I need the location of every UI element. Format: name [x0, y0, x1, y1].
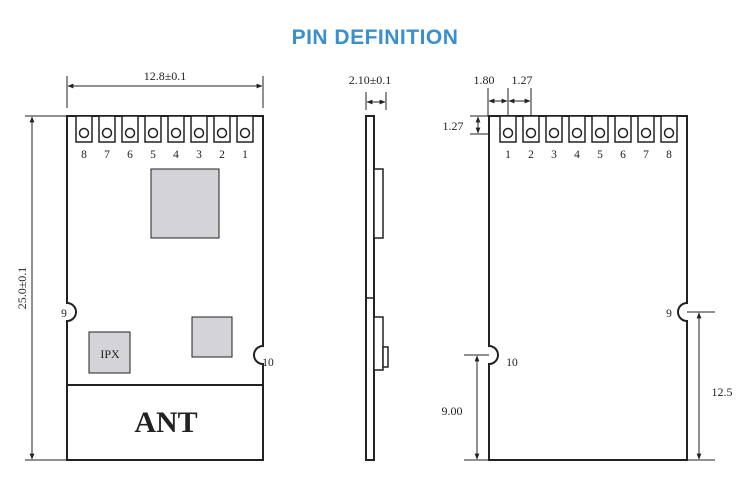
front-hole-1	[239, 127, 251, 139]
back-hole-8	[663, 127, 675, 139]
front-hole-3	[193, 127, 205, 139]
front-view: 12.8±0.1 25.0±0.1 8 7 6 5 4 3 2 1 IPX 9 10 ANT	[15, 69, 274, 461]
back-pin10-label: 10	[506, 357, 518, 369]
front-pin-label: 1	[242, 149, 248, 161]
back-pin-label: 7	[643, 149, 649, 161]
back-pin-label: 3	[551, 149, 557, 161]
back-pin-pads: 1 2 3 4 5 6 7 8	[499, 115, 678, 161]
row-offset-label: 1.27	[443, 119, 464, 133]
front-hole-2	[216, 127, 228, 139]
pin10-height-label: 9.00	[442, 404, 463, 418]
back-hole-4	[571, 127, 583, 139]
thickness-dimension-label: 2.10±0.1	[349, 73, 392, 87]
width-dimension-label: 12.8±0.1	[144, 69, 187, 83]
front-pin-label: 2	[219, 149, 225, 161]
side-crystal	[373, 316, 384, 371]
antenna-label: ANT	[134, 406, 197, 439]
back-hole-7	[640, 127, 652, 139]
front-pin-label: 5	[150, 149, 156, 161]
back-hole-5	[594, 127, 606, 139]
side-view: 2.10±0.1	[349, 73, 392, 461]
ipx-connector	[88, 331, 131, 374]
back-pin-label: 1	[505, 149, 511, 161]
front-pin-label: 4	[173, 149, 179, 161]
back-hole-3	[548, 127, 560, 139]
back-board-outline	[488, 115, 688, 461]
back-hole-6	[617, 127, 629, 139]
back-view: 1.80 1.27 1.27 1 2 3 4 5 6 7 8 9 10 9.00 12.5	[442, 73, 733, 461]
front-pin-label: 3	[196, 149, 202, 161]
page-title: PIN DEFINITION	[291, 26, 459, 49]
back-hole-2	[525, 127, 537, 139]
back-pin-label: 5	[597, 149, 603, 161]
edge-pitch-label: 1.80	[474, 73, 495, 87]
main-chip	[150, 168, 220, 239]
front-pin-pads: 8 7 6 5 4 3 2 1	[75, 115, 254, 161]
back-pin-label: 2	[528, 149, 534, 161]
crystal-chip	[191, 316, 233, 358]
side-shield-can	[373, 168, 384, 239]
side-pcb	[365, 115, 375, 461]
front-pin-label: 8	[81, 149, 87, 161]
ipx-label: IPX	[100, 347, 120, 361]
back-pin-label: 6	[620, 149, 626, 161]
front-pin-label: 6	[127, 149, 133, 161]
front-hole-8	[78, 127, 90, 139]
front-pin9-label: 9	[61, 308, 67, 320]
side-connector	[382, 346, 389, 368]
pin-pitch-label: 1.27	[512, 73, 533, 87]
front-hole-7	[101, 127, 113, 139]
back-hole-1	[502, 127, 514, 139]
back-pin-label: 8	[666, 149, 672, 161]
front-hole-4	[170, 127, 182, 139]
back-pin9-label: 9	[666, 308, 672, 320]
front-hole-6	[124, 127, 136, 139]
back-pin-label: 4	[574, 149, 580, 161]
height-dimension-label: 25.0±0.1	[15, 267, 29, 310]
pin9-height-label: 12.5	[712, 385, 733, 399]
front-hole-5	[147, 127, 159, 139]
front-pin10-label: 10	[262, 357, 274, 369]
front-pin-label: 7	[104, 149, 110, 161]
